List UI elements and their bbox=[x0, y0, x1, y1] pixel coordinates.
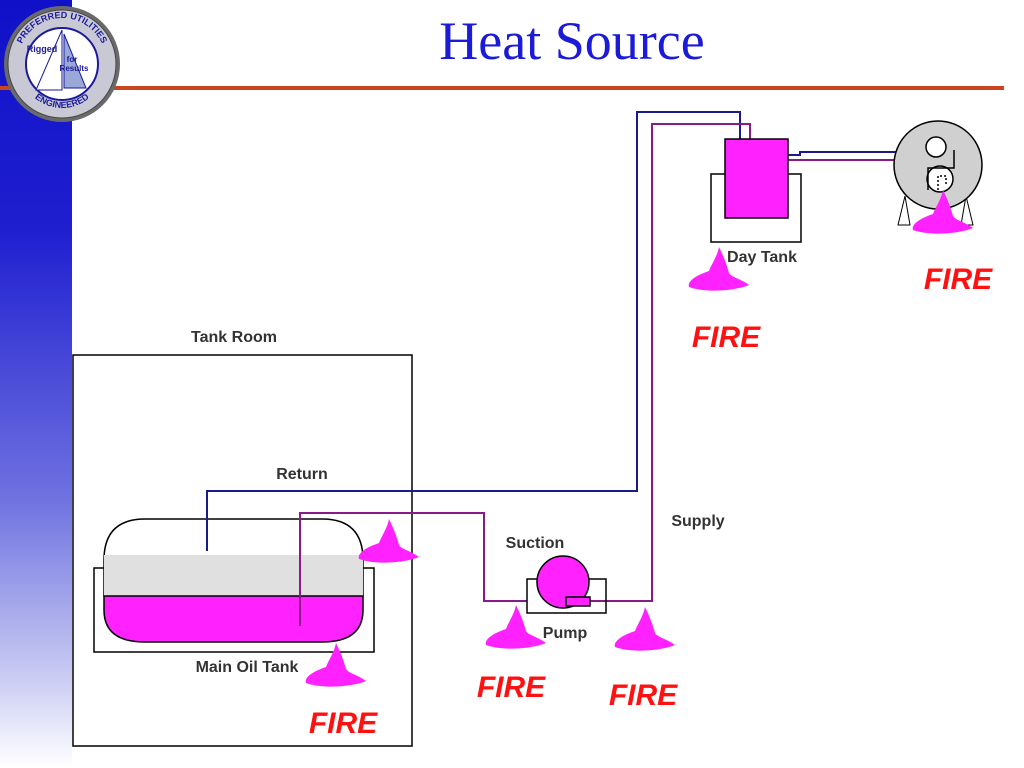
fire-label: FIRE bbox=[309, 707, 378, 740]
oil-spills bbox=[305, 190, 973, 687]
left-gradient-band bbox=[0, 0, 72, 768]
suction-label: Suction bbox=[506, 535, 565, 552]
slide-title: Heat Source bbox=[439, 11, 705, 71]
return-pipe bbox=[206, 111, 741, 551]
supply-pipe bbox=[590, 123, 751, 602]
tank-room-label: Tank Room bbox=[191, 329, 277, 346]
fire-label: FIRE bbox=[477, 671, 546, 704]
sail-icon bbox=[35, 29, 63, 91]
day-tank bbox=[710, 138, 802, 243]
suction-pipe bbox=[299, 512, 527, 626]
main-oil-tank bbox=[93, 518, 375, 653]
logo-left-text: Rigged bbox=[27, 44, 58, 54]
boiler bbox=[893, 120, 983, 226]
main-tank-oil bbox=[103, 595, 364, 643]
pump-label: Pump bbox=[543, 625, 588, 642]
tank-room-box bbox=[72, 354, 413, 747]
oil-spill-blob bbox=[485, 605, 546, 649]
oil-spill-blob bbox=[358, 519, 419, 563]
title-rule bbox=[0, 86, 1004, 90]
oil-spill-blob bbox=[912, 190, 973, 234]
return-label: Return bbox=[276, 466, 328, 483]
supply-label: Supply bbox=[671, 513, 724, 530]
oil-spill-blob bbox=[614, 607, 675, 651]
main-oil-tank-label: Main Oil Tank bbox=[196, 659, 299, 676]
day-tank-label: Day Tank bbox=[727, 249, 797, 266]
pump bbox=[526, 555, 607, 614]
logo-right-text-2: Results bbox=[60, 64, 89, 73]
oil-spill-blob bbox=[688, 247, 749, 291]
fire-label: FIRE bbox=[924, 263, 993, 296]
oil-spill-blob bbox=[305, 643, 366, 687]
fire-label: FIRE bbox=[692, 321, 761, 354]
logo-right-text-1: for bbox=[67, 55, 78, 64]
logo: PREFERRED UTILITIES ENGINEERED Rigged fo… bbox=[4, 6, 120, 122]
burner-return-pipe bbox=[775, 151, 905, 156]
fire-label: FIRE bbox=[609, 679, 678, 712]
